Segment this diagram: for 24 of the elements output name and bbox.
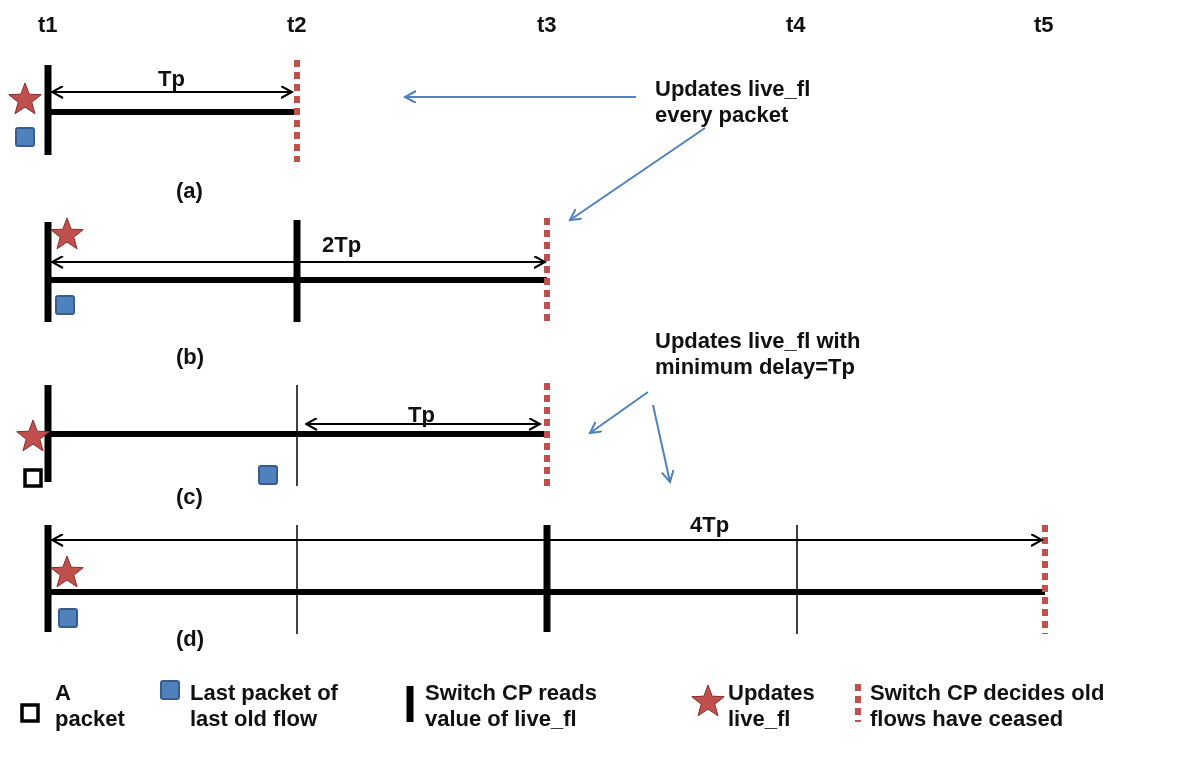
legend-text: Switch CP decides old flows have ceased bbox=[870, 680, 1106, 732]
legend-text: Switch CP reads value of live_fl bbox=[425, 680, 598, 732]
legend-text: Updates live_fl bbox=[728, 680, 816, 732]
duration-label: Tp bbox=[408, 402, 435, 428]
arrow bbox=[652, 404, 675, 483]
time-label: t3 bbox=[537, 12, 557, 38]
time-label: t2 bbox=[287, 12, 307, 38]
time-label: t1 bbox=[38, 12, 58, 38]
panel-label: (d) bbox=[176, 626, 205, 652]
panel-label: (a) bbox=[176, 178, 203, 204]
arrow bbox=[589, 391, 649, 434]
time-label: t5 bbox=[1034, 12, 1054, 38]
duration-label: 4Tp bbox=[690, 512, 730, 538]
arrow bbox=[569, 127, 706, 221]
callout-text: Updates live_fl every packet bbox=[655, 76, 855, 128]
legend-text: Last packet of last old flow bbox=[190, 680, 339, 732]
duration-label: 2Tp bbox=[322, 232, 362, 258]
arrow bbox=[404, 90, 637, 104]
callout-text: Updates live_fl with minimum delay=Tp bbox=[655, 328, 920, 380]
legend-text: A packet bbox=[55, 680, 126, 732]
panel-label: (b) bbox=[176, 344, 205, 370]
duration-label: Tp bbox=[158, 66, 185, 92]
panel-label: (c) bbox=[176, 484, 203, 510]
time-label: t4 bbox=[786, 12, 806, 38]
